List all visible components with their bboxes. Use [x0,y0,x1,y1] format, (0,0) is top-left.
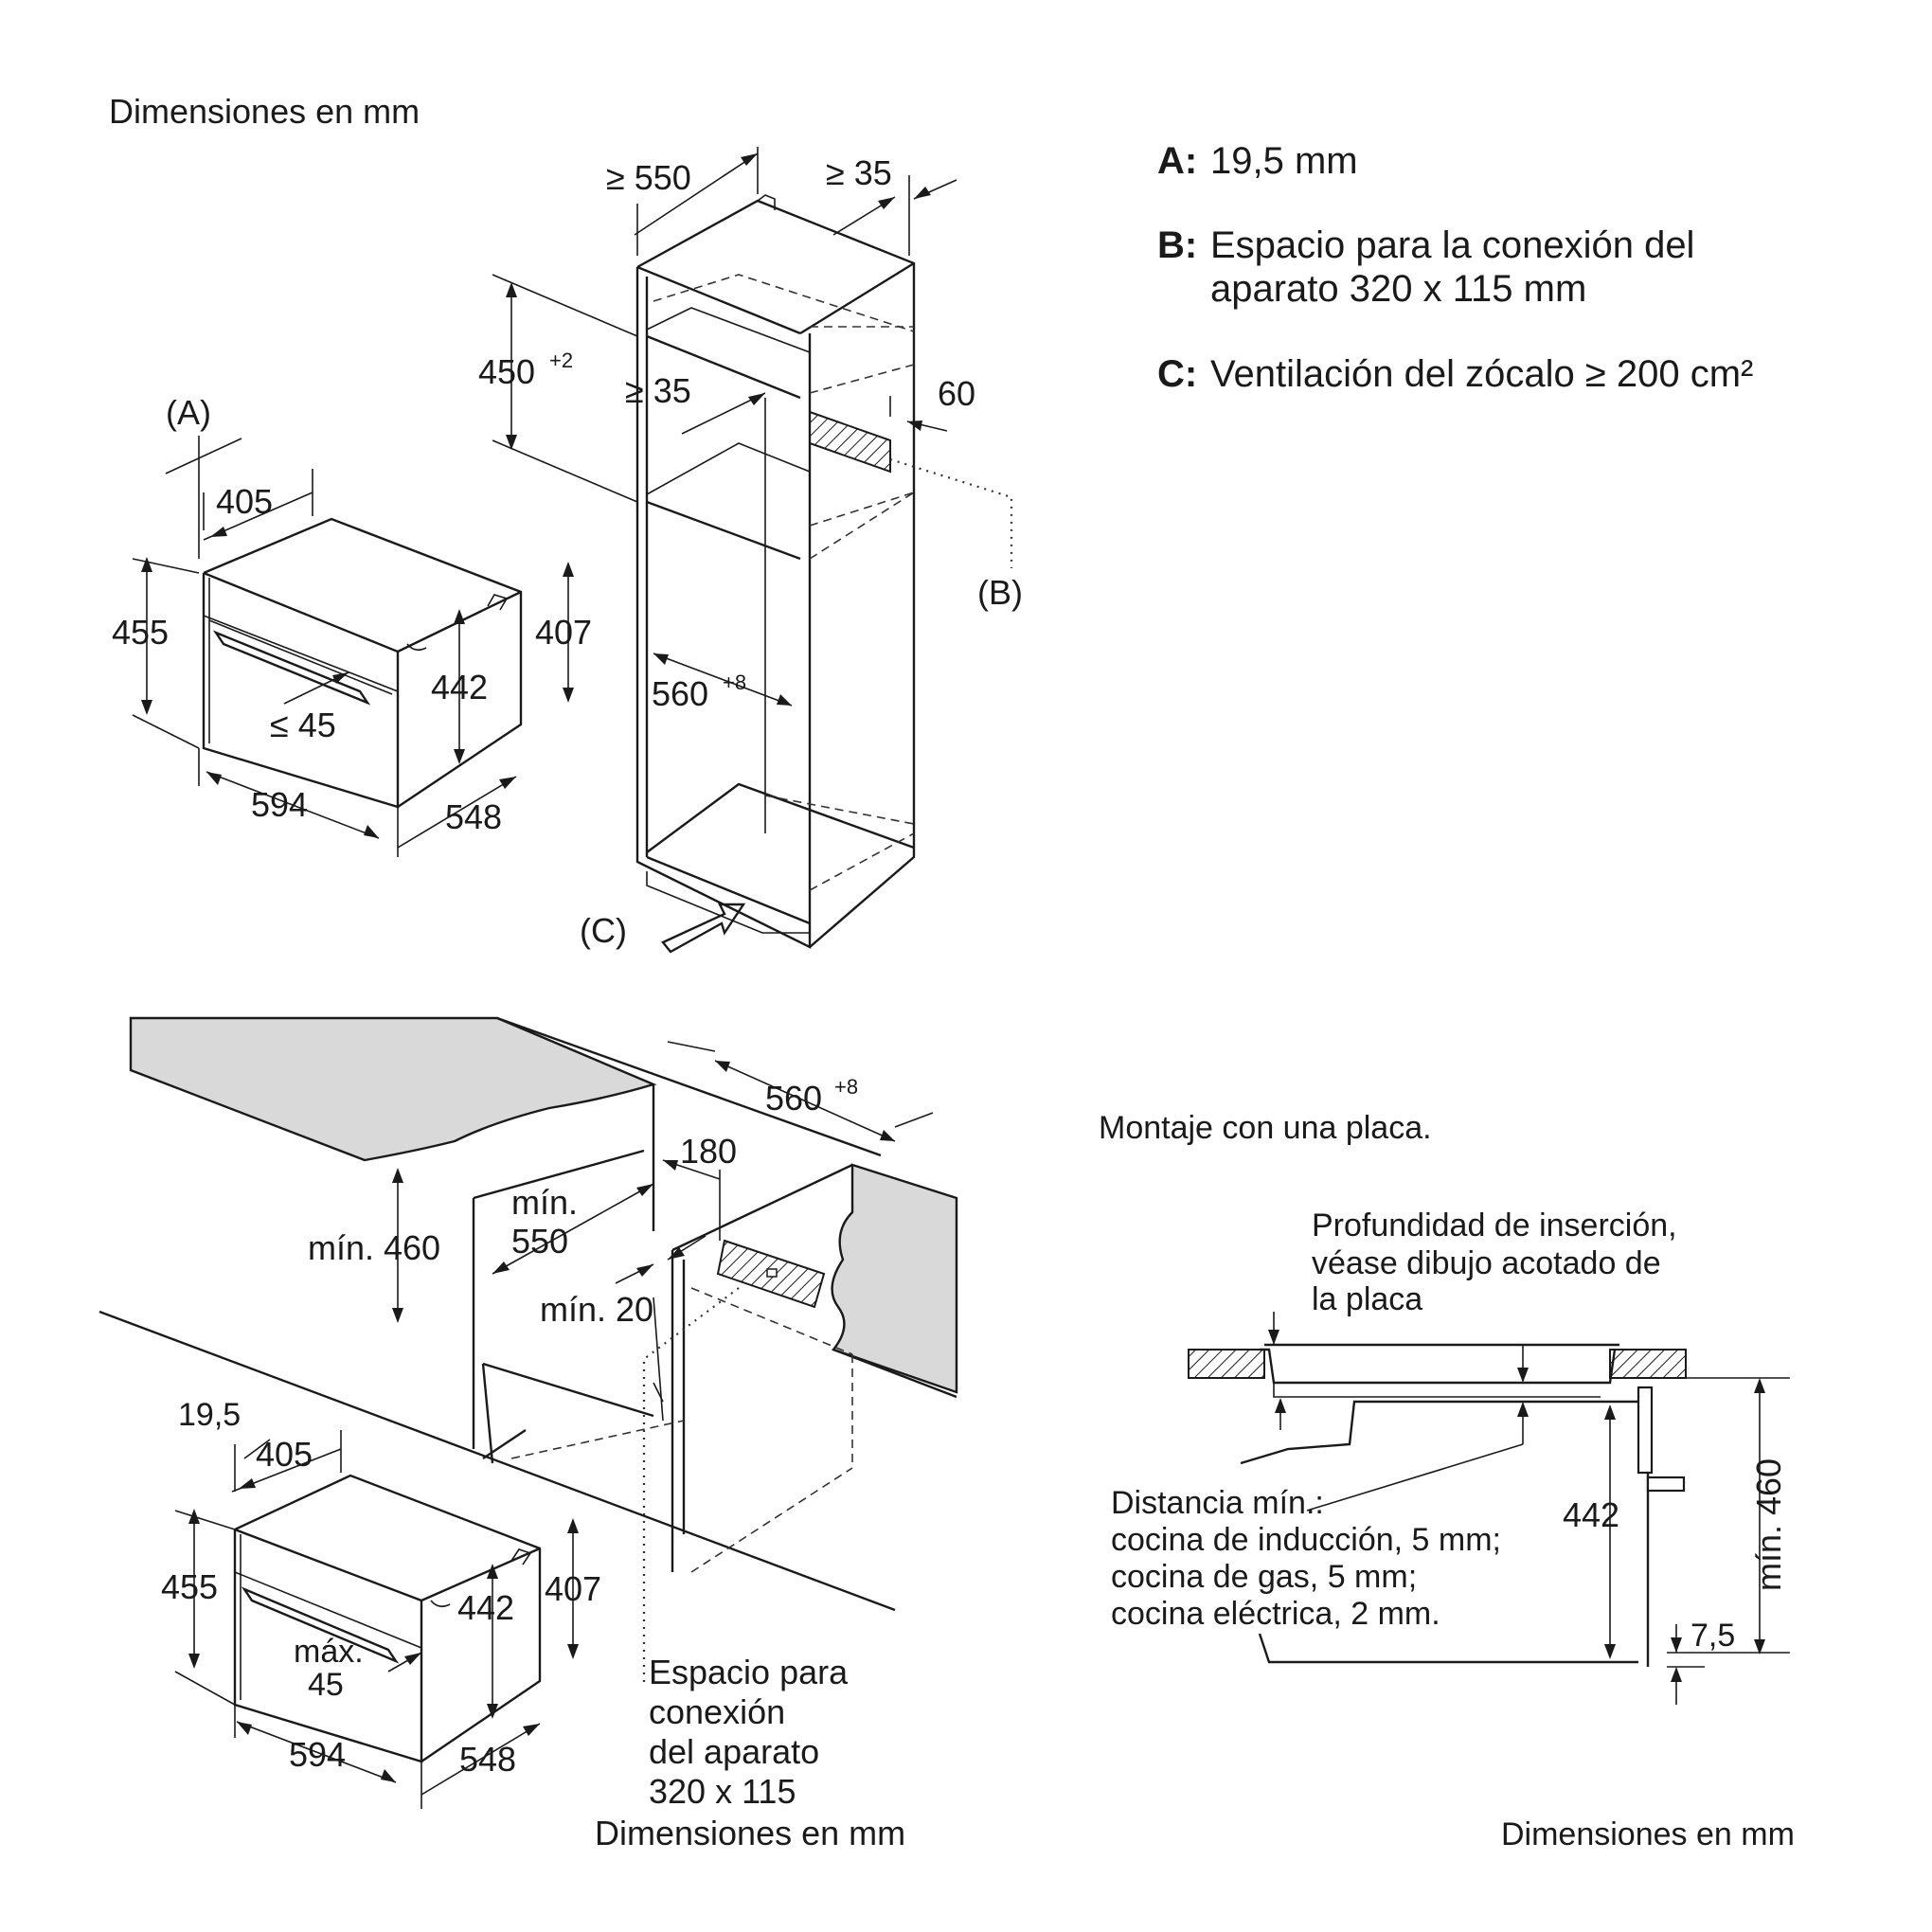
dim-rear-35: ≥ 35 [826,153,892,192]
dim-407: 407 [535,613,592,652]
legend-b-text-2: aparato 320 x 115 mm [1210,268,1586,310]
distance-4: cocina eléctrica, 2 mm. [1111,1596,1440,1632]
depth-note-3: la placa [1312,1281,1422,1317]
dim-560-b-tol: +8 [834,1075,858,1099]
bottom-left-caption: Dimensiones en mm [595,1814,905,1852]
countertop [129,1016,958,1399]
dim-455: 455 [112,613,169,652]
dim-450: 450 [478,352,535,391]
dim-548-b: 548 [459,1740,516,1779]
dim-560-b: 560 [765,1079,822,1118]
top-oven-labels: (A) 405 455 407 442 ≤ 45 594 548 [112,393,592,836]
legend-c-key: C: [1157,353,1197,395]
legend-b-key: B: [1157,224,1197,266]
dim-handle-b-1: máx. [294,1634,364,1670]
under-counter-niche [98,1084,896,1686]
dim-min-550-2: 550 [511,1222,568,1261]
dim-442-c: 442 [1563,1495,1619,1534]
connection-note: Espacio para conexión del aparato 320 x … [595,1653,905,1852]
dim-594-b: 594 [289,1735,346,1774]
top-cabinet-dimensions [492,147,957,954]
dim-min-550-1: mín. [511,1183,578,1222]
hob-section-dimensions [1268,1312,1765,1705]
connection-line-3: del aparato [649,1732,819,1771]
top-caption: Dimensiones en mm [109,92,420,131]
distance-1: Distancia mín.: [1111,1485,1324,1521]
connection-line-2: conexión [649,1692,785,1731]
hob-section-drawing [1188,1343,1790,1668]
dim-19-5: 19,5 [178,1397,241,1433]
legend-c-text: Ventilación del zócalo ≥ 200 cm² [1210,353,1753,395]
under-counter-dimensions [392,1041,934,1422]
dim-455-b: 455 [161,1567,218,1606]
under-counter-labels: 560 +8 180 mín. 460 mín. 550 mín. 20 [308,1075,858,1329]
dim-560: 560 [652,674,708,713]
dim-405-b: 405 [256,1435,313,1474]
dim-594: 594 [251,785,308,824]
label-c: (C) [580,911,627,950]
distance-2: cocina de inducción, 5 mm; [1111,1522,1501,1558]
label-a: (A) [166,393,211,432]
bottom-oven-dimensions [174,1430,579,1809]
legend-a-text: 19,5 mm [1210,140,1358,182]
top-cabinet-drawing [635,194,1013,949]
connection-line-4: 320 x 115 [649,1772,796,1811]
dim-450-tol: +2 [549,349,573,372]
dim-handle: ≤ 45 [270,706,336,744]
distance-3: cocina de gas, 5 mm; [1111,1559,1417,1595]
dim-inner-35: ≥ 35 [625,371,691,410]
dim-442: 442 [431,668,488,707]
top-oven-drawing [202,517,523,809]
legend: A: 19,5 mm B: Espacio para la conexión d… [1157,140,1753,395]
dim-405: 405 [216,482,273,521]
top-oven-dimensions [132,436,574,857]
dim-handle-b-2: 45 [308,1667,344,1703]
dim-407-b: 407 [545,1569,601,1608]
dim-60: 60 [938,374,975,413]
legend-a-key: A: [1157,140,1197,182]
connection-line-1: Espacio para [649,1653,849,1691]
bottom-right-caption: Dimensiones en mm [1501,1816,1795,1852]
dim-min-460: mín. 460 [308,1228,440,1267]
label-b: (B) [977,573,1023,612]
dim-550: ≥ 550 [606,158,691,197]
depth-note-1: Profundidad de inserción, [1312,1208,1677,1243]
bottom-oven-labels: 19,5 405 455 407 442 máx. 45 594 548 [161,1397,601,1779]
dim-min-460-c: mín. 460 [1749,1458,1788,1591]
hob-title: Montaje con una placa. [1099,1110,1432,1146]
dim-180: 180 [680,1132,737,1171]
dim-min-20: mín. 20 [540,1290,653,1329]
top-cabinet-labels: ≥ 550 ≥ 35 450 +2 ≥ 35 60 (B) 560 +8 (C) [478,153,1023,950]
dim-7-5: 7,5 [1690,1618,1735,1654]
depth-note-2: véase dibujo acotado de [1312,1245,1661,1281]
dim-442-b: 442 [457,1588,514,1627]
legend-b-text-1: Espacio para la conexión del [1210,224,1694,266]
dim-548: 548 [445,797,502,836]
dim-560-tol: +8 [723,671,746,694]
hob-section-labels: Montaje con una placa. Profundidad de in… [1099,1110,1795,1852]
